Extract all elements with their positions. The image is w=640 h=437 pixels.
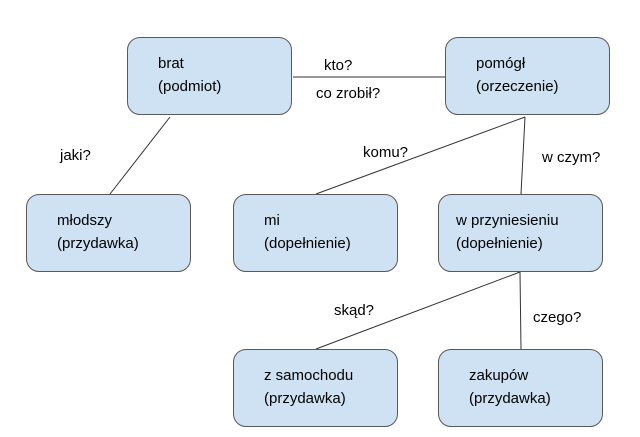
edge-pomogl-mi	[315, 116, 526, 195]
node-role: (dopełnienie)	[264, 235, 351, 252]
edge-label-skad: skąd?	[334, 302, 375, 319]
node-mlodszy: młodszy (przydawka)	[26, 194, 191, 272]
node-mi: mi (dopełnienie)	[233, 194, 398, 272]
edge-label-co-zrobil: co zrobił?	[316, 85, 381, 102]
node-word: pomógł	[476, 55, 526, 72]
edge-pomogl-przyniesieniu	[520, 116, 526, 195]
edge-label-w-czym: w czym?	[542, 149, 601, 166]
node-przyniesieniu: w przyniesieniu (dopełnienie)	[438, 194, 603, 272]
node-word: młodszy	[57, 212, 113, 229]
node-pomogl: pomógł (orzeczenie)	[445, 37, 610, 115]
node-samochodu: z samochodu (przydawka)	[233, 349, 398, 427]
node-role: (orzeczenie)	[476, 78, 559, 95]
node-role: (przydawka)	[264, 390, 346, 407]
node-word: z samochodu	[264, 367, 354, 384]
edge-brat-mlodszy	[109, 116, 171, 195]
node-role: (przydawka)	[469, 390, 551, 407]
node-role: (dopełnienie)	[456, 235, 543, 252]
node-word: zakupów	[469, 367, 529, 384]
node-word: w przyniesieniu	[456, 212, 559, 229]
node-brat: brat (podmiot)	[127, 37, 292, 115]
node-word: mi	[264, 212, 280, 229]
edge-przyniesieniu-zakupow	[519, 271, 522, 350]
edge-label-czego: czego?	[533, 309, 582, 326]
edge-przyniesieniu-samochodu	[315, 271, 521, 350]
edge-label-jaki: jaki?	[60, 147, 91, 164]
node-role: (przydawka)	[57, 235, 139, 252]
edge-label-kto: kto?	[324, 57, 353, 74]
node-word: brat	[158, 55, 184, 72]
edge-label-komu: komu?	[363, 144, 409, 161]
node-zakupow: zakupów (przydawka)	[438, 349, 603, 427]
node-role: (podmiot)	[158, 78, 222, 95]
